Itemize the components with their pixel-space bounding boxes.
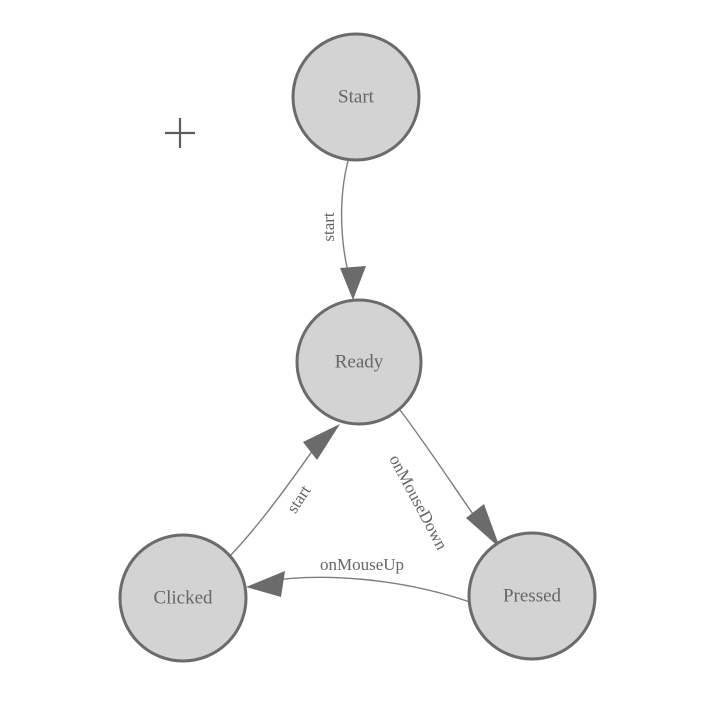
node-pressed[interactable]: Pressed: [467, 531, 597, 661]
node-start-circle[interactable]: [291, 32, 421, 162]
node-start[interactable]: Start: [291, 32, 421, 162]
edge-pressed-to-clicked[interactable]: [246, 571, 471, 603]
node-ready[interactable]: Ready: [295, 298, 423, 426]
crosshair-icon: [165, 118, 195, 148]
edge-label-clicked-to-ready: start: [283, 481, 315, 516]
node-pressed-circle[interactable]: [467, 531, 597, 661]
edge-ready-to-pressed[interactable]: [399, 409, 500, 548]
edge-path-pressed-to-clicked: [261, 576, 471, 603]
node-clicked[interactable]: Clicked: [118, 533, 248, 663]
edge-label-ready-to-pressed: onMouseDown: [385, 452, 451, 554]
edge-label-start-to-ready: start: [319, 212, 338, 242]
arrowhead-start-to-ready: [340, 266, 366, 300]
edge-clicked-to-ready[interactable]: [229, 424, 340, 557]
node-clicked-circle[interactable]: [118, 533, 248, 663]
edge-path-clicked-to-ready: [229, 439, 321, 557]
arrowhead-pressed-to-clicked: [246, 571, 285, 597]
arrowhead-clicked-to-ready: [303, 424, 340, 460]
arrowhead-ready-to-pressed: [466, 504, 500, 548]
edge-start-to-ready[interactable]: [340, 160, 366, 300]
edge-label-pressed-to-clicked: onMouseUp: [320, 555, 404, 574]
node-ready-circle[interactable]: [295, 298, 423, 426]
